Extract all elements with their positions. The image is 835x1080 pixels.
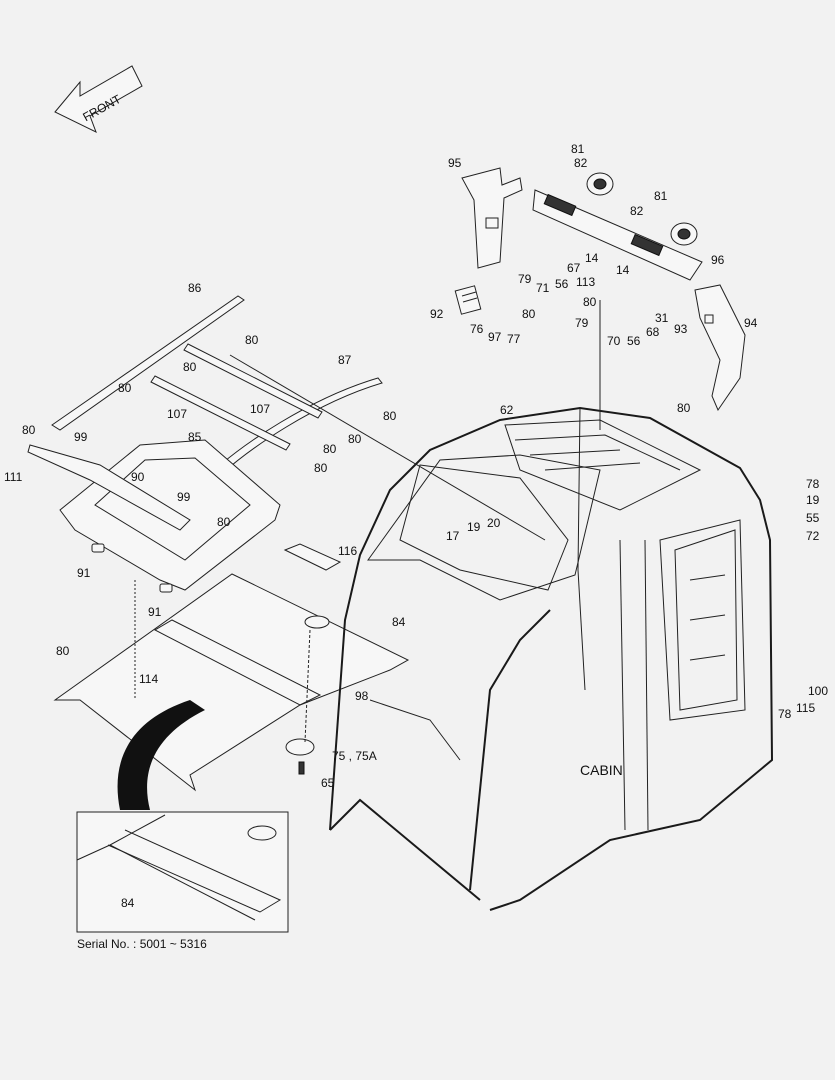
callout-19b: 19 — [806, 493, 820, 507]
callout-77: 77 — [507, 332, 521, 346]
bolt-65-icon — [298, 761, 305, 775]
callout-97: 97 — [488, 330, 502, 344]
callout-80c: 80 — [677, 401, 691, 415]
callout-91a: 91 — [77, 566, 91, 580]
rear-trim-panel-95 — [461, 167, 523, 269]
callout-68: 68 — [646, 325, 660, 339]
callout-78a: 78 — [806, 477, 820, 491]
callout-87: 87 — [338, 353, 352, 367]
callout-93: 93 — [674, 322, 688, 336]
callout-80k: 80 — [314, 461, 328, 475]
callout-113: 113 — [576, 275, 595, 289]
strip-107b — [150, 375, 291, 451]
callout-98: 98 — [355, 689, 369, 703]
callout-82a: 82 — [574, 156, 588, 170]
callout-92: 92 — [430, 307, 444, 321]
callout-55: 55 — [806, 511, 820, 525]
callout-80e: 80 — [183, 360, 197, 374]
rail-87 — [187, 377, 383, 501]
pad-116 — [283, 543, 342, 571]
serial-note: Serial No. : 5001 ~ 5316 — [77, 937, 207, 951]
callout-80i: 80 — [348, 432, 362, 446]
bracket-90 — [27, 444, 191, 531]
callout-79b: 79 — [575, 316, 589, 330]
callout-14a: 14 — [585, 251, 599, 265]
callout-19a: 19 — [467, 520, 481, 534]
callout-84b: 84 — [121, 896, 135, 910]
callout-107b: 107 — [250, 402, 270, 416]
callout-94: 94 — [744, 316, 758, 330]
callout-56b: 56 — [627, 334, 641, 348]
clip-91b — [159, 583, 173, 593]
front-arrow-icon: FRONT — [54, 65, 143, 133]
callout-17: 17 — [446, 529, 460, 543]
callout-81b: 81 — [654, 189, 668, 203]
callout-107a: 107 — [167, 407, 187, 421]
callout-56a: 56 — [555, 277, 569, 291]
speaker-81b-icon — [670, 222, 698, 246]
callout-80h: 80 — [22, 423, 36, 437]
leader-lines — [134, 300, 601, 743]
callout-114: 114 — [139, 672, 158, 686]
callout-81a: 81 — [571, 142, 585, 156]
callout-85: 85 — [188, 430, 202, 444]
rear-side-panel-94 — [694, 284, 746, 412]
callout-115: 115 — [796, 701, 815, 715]
callout-72: 72 — [806, 529, 820, 543]
callout-80f: 80 — [118, 381, 132, 395]
speaker-panel-96 — [532, 189, 703, 281]
callout-95: 95 — [448, 156, 462, 170]
callout-67: 67 — [567, 261, 581, 275]
callout-99a: 99 — [74, 430, 88, 444]
callout-116: 116 — [338, 544, 357, 558]
callout-111: 111 — [4, 470, 23, 484]
callout-20: 20 — [487, 516, 501, 530]
callout-70: 70 — [607, 334, 621, 348]
callout-80d: 80 — [245, 333, 259, 347]
cover-75-icon — [285, 738, 315, 756]
callout-14b: 14 — [616, 263, 630, 277]
callout-65: 65 — [321, 776, 335, 790]
callout-96: 96 — [711, 253, 725, 267]
callout-71: 71 — [536, 281, 550, 295]
callout-80a: 80 — [583, 295, 597, 309]
strip-107a — [183, 343, 323, 419]
callout-78b: 78 — [778, 707, 792, 721]
callout-100: 100 — [808, 684, 828, 698]
clip-91a — [91, 543, 105, 553]
callout-80j: 80 — [323, 442, 337, 456]
callout-80g: 80 — [383, 409, 397, 423]
callout-75: 75 , 75A — [332, 749, 377, 763]
callout-80m: 80 — [56, 644, 70, 658]
callout-91b: 91 — [148, 605, 162, 619]
speaker-81a-icon — [586, 172, 614, 196]
callout-80b: 80 — [522, 307, 536, 321]
callout-79a: 79 — [518, 272, 532, 286]
callout-82b: 82 — [630, 204, 644, 218]
callout-80l: 80 — [217, 515, 231, 529]
cabin-label: CABIN — [580, 762, 623, 778]
callout-90: 90 — [131, 470, 145, 484]
callout-99b: 99 — [177, 490, 191, 504]
cabin-body — [329, 406, 774, 911]
headliner-frame-86 — [51, 295, 245, 431]
curved-arrow-icon — [117, 700, 205, 810]
handle-92 — [454, 285, 482, 315]
callout-76: 76 — [470, 322, 484, 336]
callout-84a: 84 — [392, 615, 406, 629]
callout-86: 86 — [188, 281, 202, 295]
callout-31: 31 — [655, 311, 669, 325]
inset-detail-box — [76, 811, 289, 933]
callout-62: 62 — [500, 403, 514, 417]
